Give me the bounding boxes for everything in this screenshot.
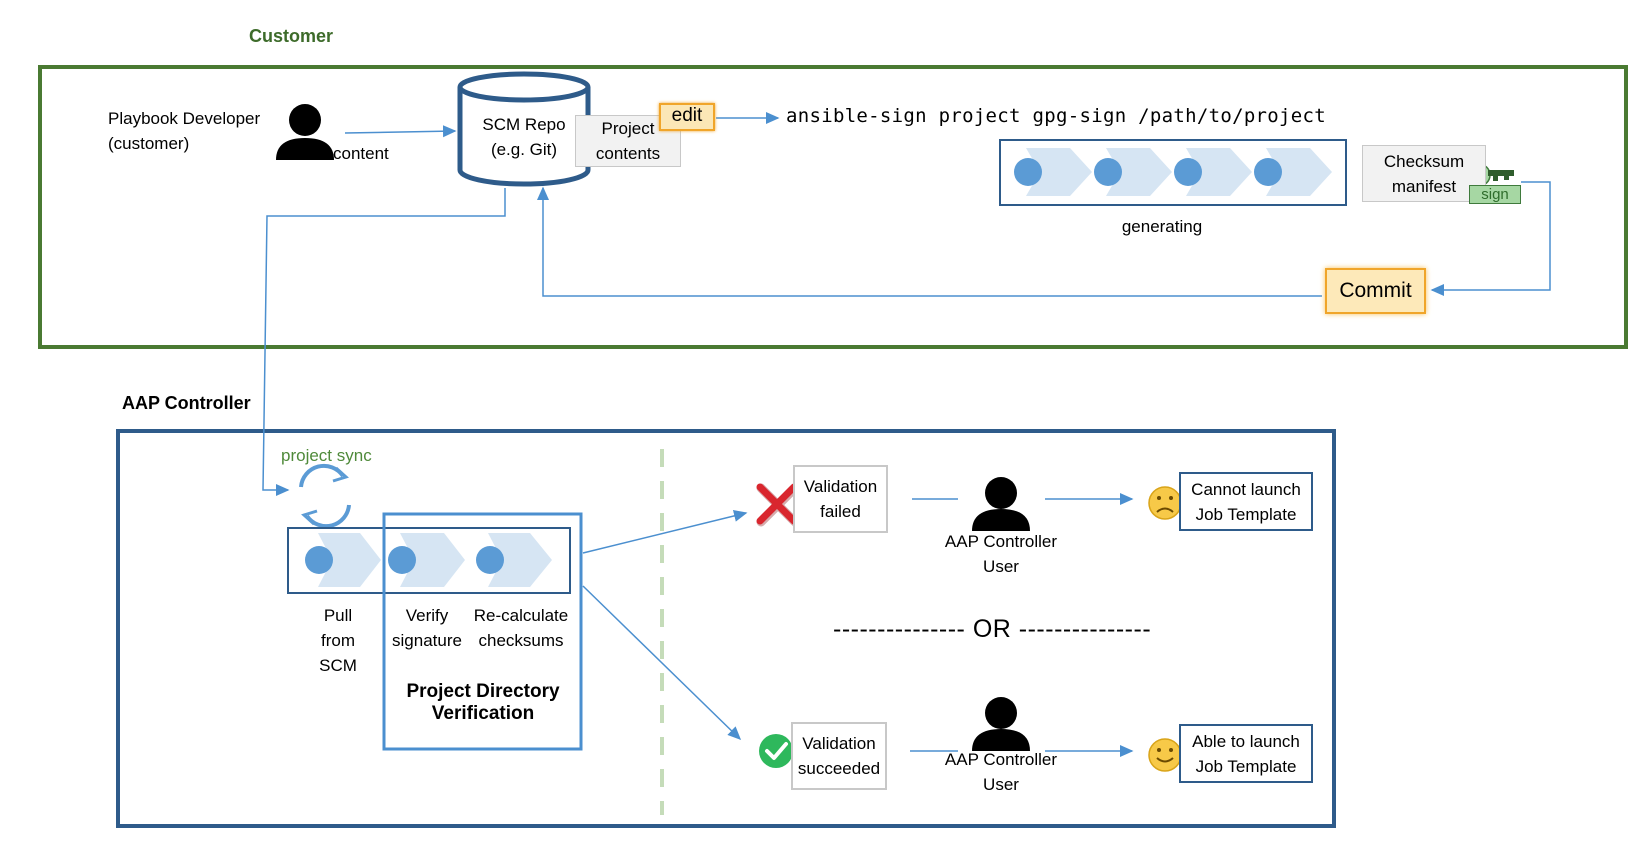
step-pull-line3: SCM <box>319 656 357 675</box>
step-verify-label: Verify signature <box>384 603 470 653</box>
content-label: content <box>333 144 389 163</box>
person-icon <box>276 104 334 160</box>
validation-failed-box: Validation failed <box>793 465 888 533</box>
scm-sync-arrow <box>262 188 506 496</box>
verification-title-line1: Project Directory <box>406 681 560 702</box>
verification-title: Project Directory Verification <box>388 681 578 725</box>
user-label-top-line2: User <box>983 557 1019 576</box>
validation-succeeded-line1: Validation <box>802 734 876 753</box>
able-launch-line2: Job Template <box>1195 756 1297 776</box>
check-circle-icon <box>759 734 793 768</box>
cannot-launch-box: Cannot launch Job Template <box>1179 472 1313 531</box>
step-recalculate-line1: Re-calculate <box>473 606 569 625</box>
user-label-top: AAP Controller User <box>931 529 1071 579</box>
scm-repo-line2: (e.g. Git) <box>490 140 558 159</box>
checksum-manifest-box: Checksum manifest <box>1362 145 1486 202</box>
controller-title: AAP Controller <box>122 393 251 413</box>
verification-box <box>382 512 583 751</box>
pipeline-steps <box>305 533 552 587</box>
x-mark-icon <box>756 483 800 527</box>
step-verify-line1: Verify <box>405 606 449 625</box>
person-icon <box>972 697 1030 751</box>
user-label-bottom-line2: User <box>983 775 1019 794</box>
cannot-launch-line2: Job Template <box>1195 504 1297 524</box>
developer-label-line2: (customer) <box>108 134 190 153</box>
step-recalculate-line2: checksums <box>478 631 564 650</box>
step-pull-label: Pull from SCM <box>302 603 374 678</box>
customer-title: Customer <box>249 26 334 46</box>
sad-face-icon <box>1148 486 1182 520</box>
edit-tag: edit <box>659 103 715 131</box>
sign-commit-arrow <box>1430 181 1551 296</box>
generating-label: generating <box>1121 217 1203 236</box>
verification-title-line2: Verification <box>431 703 535 724</box>
happy-face-icon <box>1148 738 1182 772</box>
user-label-bottom-line1: AAP Controller <box>944 750 1058 769</box>
developer-label-line1: Playbook Developer <box>108 109 261 128</box>
cannot-launch-line1: Cannot launch <box>1191 479 1301 499</box>
generating-steps <box>1014 148 1332 196</box>
sync-icon <box>299 463 351 529</box>
checksum-manifest-line1: Checksum <box>1383 151 1465 171</box>
user-label-bottom: AAP Controller User <box>931 747 1071 797</box>
project-contents-line2: contents <box>595 144 661 163</box>
person-icon <box>972 477 1030 531</box>
developer-label: Playbook Developer (customer) <box>108 106 260 156</box>
validation-succeeded-box: Validation succeeded <box>791 722 887 790</box>
step-verify-line2: signature <box>392 631 462 650</box>
validation-succeeded-line2: succeeded <box>797 759 881 778</box>
project-sync-label: project sync <box>281 446 372 465</box>
scm-repo-line1: SCM Repo <box>482 115 566 134</box>
user-label-top-line1: AAP Controller <box>944 532 1058 551</box>
database-icon <box>457 71 591 187</box>
project-contents-line1: Project <box>601 119 655 138</box>
commit-badge: Commit <box>1325 268 1426 314</box>
content-arrow <box>344 125 457 138</box>
step-pull-line2: from <box>321 631 355 650</box>
step-pull-line1: Pull <box>323 606 353 625</box>
able-launch-line1: Able to launch <box>1192 731 1300 751</box>
sign-tag: sign <box>1469 185 1521 204</box>
checksum-manifest-line2: manifest <box>1391 176 1457 196</box>
arrow-to-succeeded <box>582 585 742 741</box>
able-launch-box: Able to launch Job Template <box>1179 724 1313 783</box>
validation-failed-line1: Validation <box>803 477 878 496</box>
customer-container <box>38 65 1628 349</box>
command-text: ansible-sign project gpg-sign /path/to/p… <box>786 105 1326 127</box>
arrow-to-failed <box>582 510 748 554</box>
step-recalculate-label: Re-calculate checksums <box>466 603 576 653</box>
validation-failed-line2: failed <box>820 502 861 521</box>
controller-container <box>116 429 1336 828</box>
scm-repo-label: SCM Repo (e.g. Git) <box>474 112 574 162</box>
or-separator: --------------- OR --------------- <box>833 615 1152 643</box>
commit-scm-arrow <box>537 186 1322 297</box>
